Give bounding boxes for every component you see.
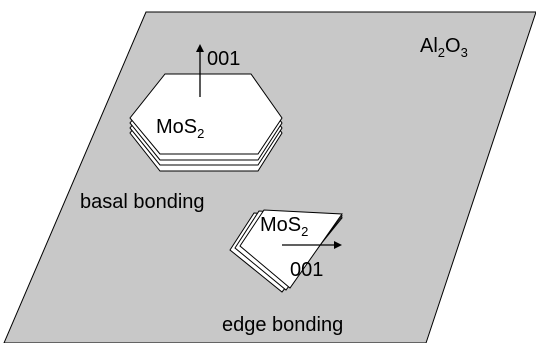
substrate-sub-1: 2 [438,45,445,60]
edge-sheet-front [239,209,343,289]
basal-crystal-formula: MoS [156,116,197,138]
edge-crystal-sub: 2 [301,224,308,239]
basal-layer-top [129,73,283,155]
substrate-formula-o: O [445,35,461,57]
substrate-plane [3,11,536,343]
substrate-formula-al: Al [420,35,438,57]
basal-crystal-sub: 2 [197,126,204,141]
edge-axis-label: 001 [290,259,323,281]
substrate-label: Al2O3 [420,35,468,60]
basal-bonding-caption: basal bonding [80,191,205,213]
basal-axis-label: 001 [207,48,240,70]
edge-bonding-caption: edge bonding [222,314,343,336]
basal-crystal-label: MoS2 [156,116,204,141]
edge-crystal-formula: MoS [260,214,301,236]
substrate-sub-2: 3 [461,45,468,60]
edge-crystal-label: MoS2 [260,214,308,239]
edge-crystal-stack [229,209,344,293]
basal-crystal-stack [129,73,283,172]
